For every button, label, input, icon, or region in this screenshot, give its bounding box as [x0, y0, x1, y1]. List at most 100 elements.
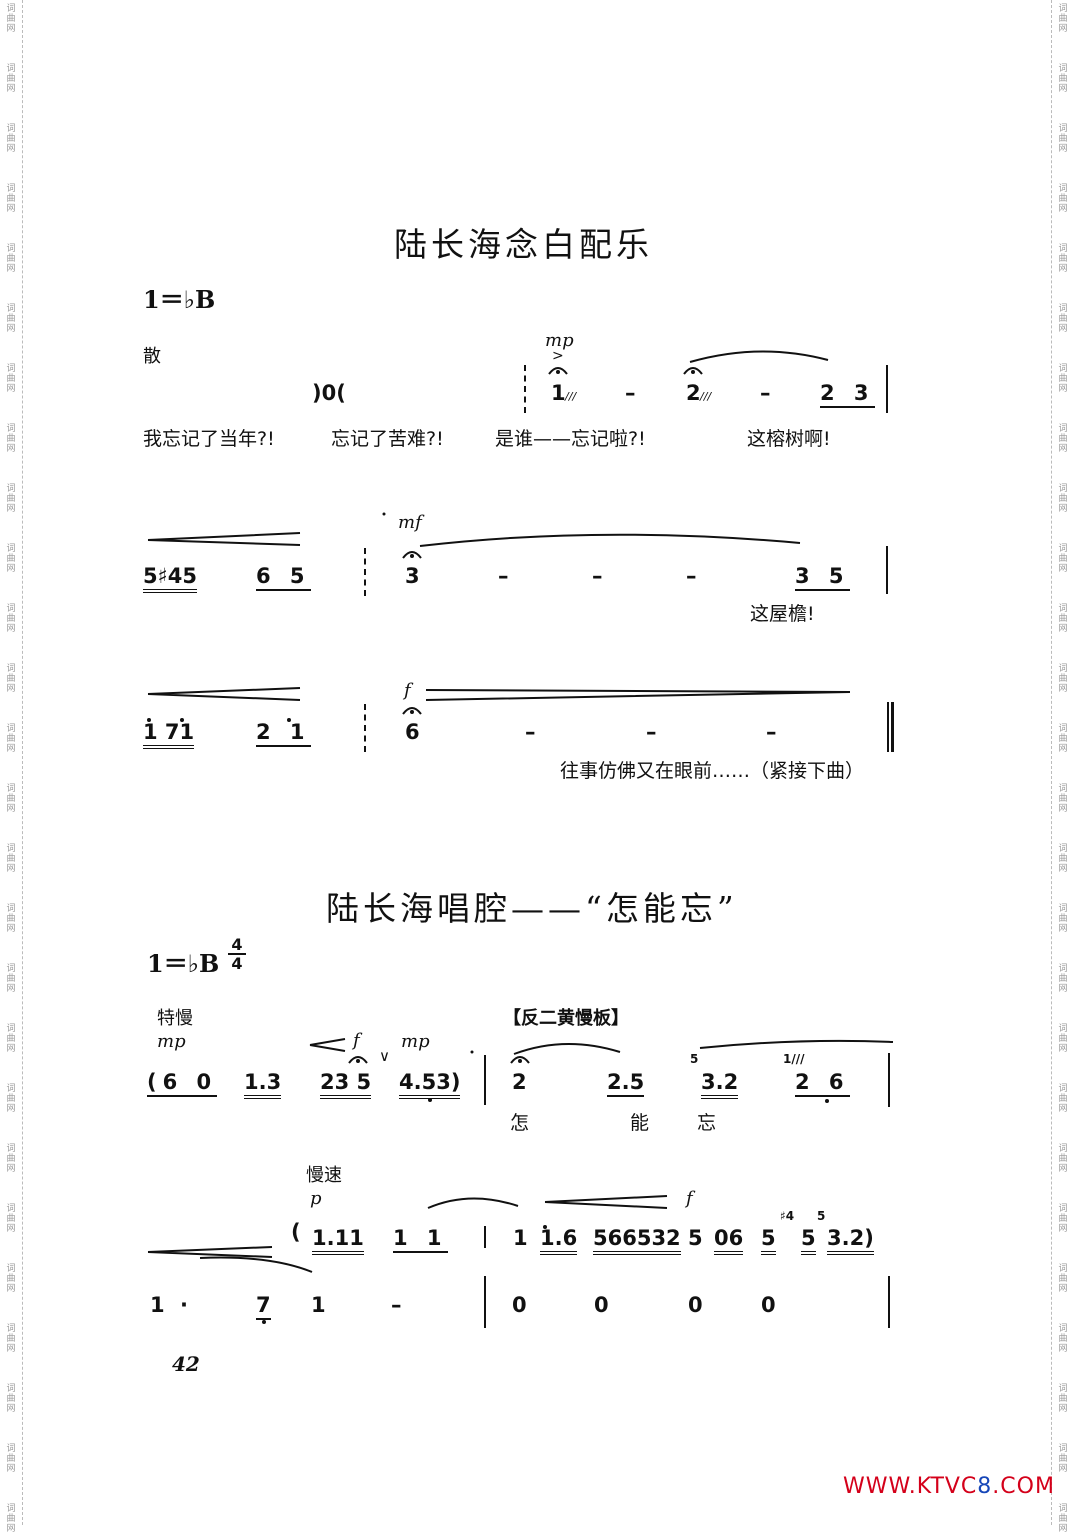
site-link-prefix: WWW.KTVC	[843, 1474, 978, 1499]
fermata	[348, 1056, 368, 1064]
site-link[interactable]: WWW.KTVC8.COM	[843, 1474, 1055, 1499]
tie	[199, 1256, 313, 1273]
barline	[524, 365, 526, 413]
section-marking: 【反二黄慢板】	[503, 1008, 629, 1029]
dynamic-f: f	[404, 680, 411, 701]
watermark-text: 词曲网	[6, 604, 16, 634]
slur	[689, 350, 829, 363]
slur	[699, 1039, 894, 1049]
barline	[888, 1276, 890, 1328]
watermark-text: 词曲网	[6, 1144, 16, 1174]
octave-dot	[382, 512, 386, 516]
watermark-text: 词曲网	[1058, 424, 1068, 454]
decrescendo-hairpin	[147, 687, 301, 701]
grace-note: ♯4	[780, 1209, 795, 1223]
note: 6	[405, 720, 420, 744]
dynamic-mp: mp	[157, 1031, 186, 1052]
note-group: 2 1	[256, 720, 311, 747]
barline	[484, 1276, 486, 1328]
watermark-text: 词曲网	[6, 244, 16, 274]
watermark-text: 词曲网	[6, 724, 16, 754]
watermark-text: 词曲网	[6, 364, 16, 394]
dash: –	[592, 564, 603, 588]
tempo-marking: 特慢	[157, 1008, 193, 1029]
spoken-line: 这榕树啊!	[747, 428, 831, 450]
fermata	[548, 367, 568, 375]
final-barline-thick	[891, 702, 894, 752]
paren-open: (	[291, 1220, 301, 1244]
watermark-text: 词曲网	[1058, 484, 1068, 514]
watermark-text: 词曲网	[6, 544, 16, 574]
watermark-text: 词曲网	[1058, 604, 1068, 634]
spoken-line: 往事仿佛又在眼前……（紧接下曲）	[560, 760, 865, 782]
augmentation-dot: ·	[180, 1293, 188, 1317]
note-group: 2 3	[820, 381, 875, 408]
dynamic-f: f	[686, 1188, 693, 1209]
piece1-title: 陆长海念白配乐	[394, 225, 653, 264]
watermark-text: 词曲网	[6, 664, 16, 694]
watermark-text: 词曲网	[6, 124, 16, 154]
watermark-text: 词曲网	[6, 844, 16, 874]
watermark-text: 词曲网	[1058, 544, 1068, 574]
dynamic-mp: mp	[401, 1031, 430, 1052]
spoken-line: 这屋檐!	[750, 603, 815, 625]
dash: –	[391, 1293, 402, 1317]
watermark-text: 词曲网	[6, 304, 16, 334]
watermark-text: 词曲网	[1058, 1024, 1068, 1054]
intro-note-group: 4.53)	[399, 1070, 461, 1099]
dynamic-mp: mp	[545, 330, 574, 351]
watermark-text: 词曲网	[6, 484, 16, 514]
note: 1	[150, 1293, 165, 1317]
barline	[886, 546, 888, 594]
spoken-line: 忘记了苦难?!	[331, 428, 444, 450]
watermark-text: 词曲网	[1058, 64, 1068, 94]
note: 5	[801, 1226, 816, 1255]
breath-mark: ∨	[379, 1047, 390, 1065]
grace-note: 5	[690, 1052, 699, 1066]
tremolo-mark: ///	[700, 390, 712, 403]
octave-dot	[470, 1050, 474, 1054]
watermark-text: 词曲网	[1058, 1384, 1068, 1414]
barline	[364, 704, 366, 752]
watermark-text: 词曲网	[1058, 1144, 1068, 1174]
note-group: 3.2	[701, 1070, 739, 1099]
watermark-text: 词曲网	[6, 1324, 16, 1354]
watermark-text: 词曲网	[6, 1264, 16, 1294]
hairpin	[425, 689, 851, 701]
watermark-text: 词曲网	[6, 64, 16, 94]
dash: –	[625, 381, 636, 405]
spoken-line: 是谁——忘记啦?!	[495, 428, 646, 450]
watermark-text: 词曲网	[6, 184, 16, 214]
note-group: 06	[714, 1226, 744, 1255]
slur	[427, 1197, 519, 1209]
low-octave-dot	[825, 1099, 829, 1103]
crescendo-hairpin	[544, 1195, 668, 1209]
fermata	[510, 1056, 530, 1064]
barline	[484, 1055, 486, 1105]
tremolo-mark: ///	[565, 390, 577, 403]
note-group: 2 6	[795, 1070, 850, 1097]
final-barline-thin	[887, 702, 889, 752]
lyric: 能	[630, 1112, 650, 1134]
lyric: 忘	[697, 1112, 717, 1134]
watermark-text: 词曲网	[6, 784, 16, 814]
dash: –	[525, 720, 536, 744]
watermark-text: 词曲网	[1058, 664, 1068, 694]
fermata	[402, 707, 422, 715]
rest: 0	[512, 1293, 527, 1317]
octave-dot	[180, 718, 184, 722]
octave-dot	[147, 718, 151, 722]
watermark-text: 词曲网	[6, 964, 16, 994]
watermark-text: 词曲网	[1058, 244, 1068, 274]
piece1-key-signature: 1＝♭B	[143, 285, 216, 314]
note-group: 5♯45	[143, 564, 197, 593]
decrescendo-hairpin	[147, 532, 301, 546]
note: 7	[256, 1293, 271, 1320]
rest: 0	[761, 1293, 776, 1317]
intro-note-group: 1.3	[244, 1070, 282, 1099]
piece2-title: 陆长海唱腔——“怎能忘”	[326, 889, 738, 928]
intro-note-group: (6 0	[147, 1070, 218, 1097]
watermark-text: 词曲网	[6, 4, 16, 34]
watermark-text: 词曲网	[6, 424, 16, 454]
